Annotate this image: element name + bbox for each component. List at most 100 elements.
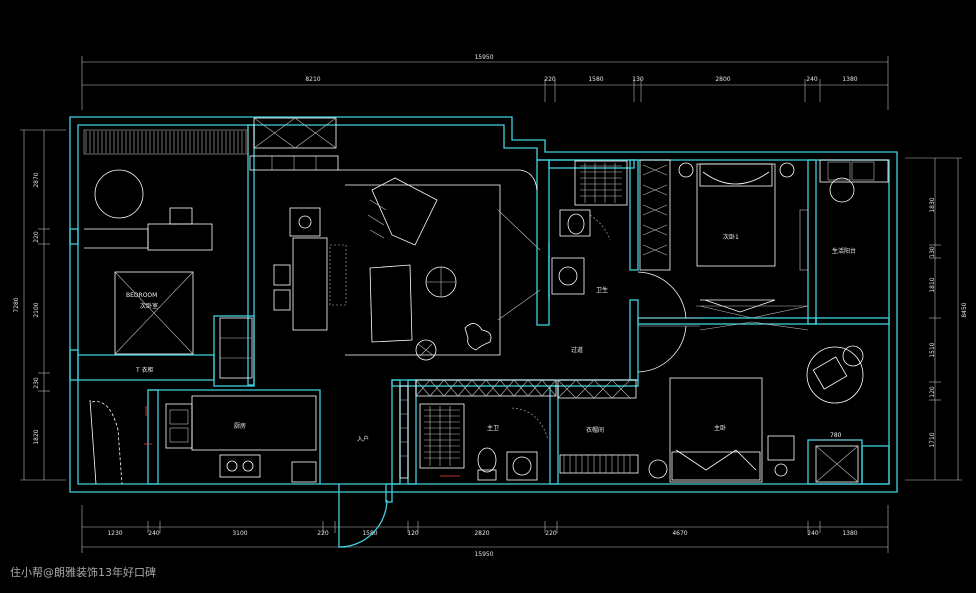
left-dim-3: 2100 (33, 302, 40, 317)
lounge-seat-icon (842, 345, 864, 367)
chair-icon (169, 207, 193, 225)
tv-stand-icon (799, 209, 809, 271)
lounge-round-icon (806, 346, 864, 404)
kitchen-label: 厨房 (234, 422, 246, 430)
top-dimension-lines (81, 56, 889, 110)
left-dim-1: 2870 (33, 172, 40, 187)
bottom-dim-1: 1230 (107, 530, 122, 537)
right-total-dim: 8450 (961, 302, 968, 317)
top-cabinet-icon (253, 117, 337, 149)
right-dim-4: 1510 (929, 342, 936, 357)
right-dim-5: 120 (929, 386, 936, 398)
living-room-furniture: 入户 (249, 117, 541, 443)
bottom-total-dim: 15950 (474, 551, 493, 558)
cooktop-icon (219, 454, 261, 478)
round-rug-icon (94, 169, 144, 219)
bedroom-wardrobe-label: T 衣柜 (135, 366, 154, 374)
bedroom-furniture: BEDROOM 次卧室 T 衣柜 (83, 129, 253, 379)
basin-icon (829, 177, 855, 203)
bottom-dim-5: 1580 (362, 530, 377, 537)
left-dim-4: 230 (33, 377, 40, 389)
lounge-chair-icon (369, 264, 413, 343)
bedside-cabinet-icon (219, 317, 253, 379)
dining-chair-2 (273, 289, 291, 311)
bottom-dim-6: 120 (407, 530, 419, 537)
desk-chair-icon (767, 435, 795, 461)
master-washer-icon (506, 451, 538, 481)
left-dimension-lines (20, 129, 66, 481)
toilet-icon (559, 209, 591, 237)
master-toilet-icon (477, 447, 497, 473)
bathroom-fixtures: 卫生 过道 (551, 160, 628, 354)
walls (69, 116, 898, 493)
cloakroom-label: 衣帽间 (586, 426, 604, 434)
bedroom-label-cn: 次卧室 (140, 302, 158, 310)
bed-cross-icon (114, 271, 194, 355)
right-dimension-lines (905, 157, 962, 481)
right-dim-2: 130 (929, 246, 936, 258)
bedroom-one-label: 次卧1 (723, 233, 739, 241)
bedroom-one-furniture: 次卧1 (639, 159, 809, 313)
fridge-icon (291, 461, 317, 483)
desk-icon (84, 228, 149, 249)
top-dim-4: 130 (632, 76, 644, 83)
master-bedroom-furniture: 主卧 780 (669, 377, 859, 483)
double-bed-icon (696, 163, 776, 267)
entry-label: 入户 (357, 435, 369, 443)
top-dim-6: 240 (806, 76, 818, 83)
master-bath-label: 主卫 (487, 424, 499, 432)
right-dim-6: 1710 (929, 432, 936, 447)
master-shower-icon (419, 403, 465, 469)
wardrobe-icon (815, 445, 859, 483)
terrace-furniture: 生活阳台 (806, 159, 889, 404)
door-swings (548, 242, 809, 373)
closet-icon (639, 159, 671, 271)
washer-dryer-icon (819, 159, 889, 183)
wardrobe-width-label: 780 (830, 432, 842, 439)
bottom-dim-9: 4670 (672, 530, 687, 537)
bottom-dim-3: 3100 (232, 530, 247, 537)
stair-area (89, 399, 152, 485)
bottom-dim-11: 1380 (842, 530, 857, 537)
cloak-rail-icon (559, 454, 639, 474)
bed-icon (114, 271, 194, 355)
red-marker-icon (144, 406, 152, 445)
bottom-dim-7: 2820 (474, 530, 489, 537)
bottom-dimension-lines (81, 505, 889, 553)
bedroom-label-en: BEDROOM (126, 292, 157, 299)
right-dim-1: 1830 (929, 197, 936, 212)
stool-icon (289, 207, 321, 237)
balcony-rail (83, 129, 249, 155)
bottom-dim-8: 220 (545, 530, 557, 537)
shoe-cabinet-icon (399, 385, 409, 479)
master-bed-label: 主卧 (714, 424, 726, 432)
desk-top-icon (147, 223, 213, 251)
dining-table-icon (292, 237, 328, 331)
top-dim-2: 220 (544, 76, 556, 83)
lower-middle-fixtures: 主卫 衣帽间 (399, 379, 668, 481)
side-table-icon (415, 339, 437, 361)
sofa-icon (371, 177, 438, 246)
kitchen-furniture: 厨房 (165, 395, 317, 483)
top-total-dim: 15950 (474, 54, 493, 61)
left-total-dim: 7280 (13, 297, 20, 312)
top-dim-5: 2800 (715, 76, 730, 83)
bottom-dim-10: 240 (807, 530, 819, 537)
entry-door (338, 483, 393, 548)
bottom-dim-2: 240 (148, 530, 160, 537)
dimension-texts: 15950 8210 220 1580 130 2800 240 1380 12… (13, 54, 968, 558)
right-dim-3: 1810 (929, 277, 936, 292)
stool-round-icon (648, 459, 668, 479)
bottom-dim-4: 220 (317, 530, 329, 537)
watermark: 住小帮@朗雅装饰13年好口碑 (10, 566, 156, 579)
left-dim-5: 1820 (33, 429, 40, 444)
living-rug-outline (345, 184, 501, 356)
top-dim-1: 8210 (305, 76, 320, 83)
master-bed-icon (669, 377, 763, 483)
washing-machine-icon (551, 257, 585, 295)
left-dim-2: 220 (33, 231, 40, 243)
corridor-label: 过道 (571, 346, 583, 354)
top-dim-7: 1380 (842, 76, 857, 83)
island-counter-icon (191, 395, 317, 451)
